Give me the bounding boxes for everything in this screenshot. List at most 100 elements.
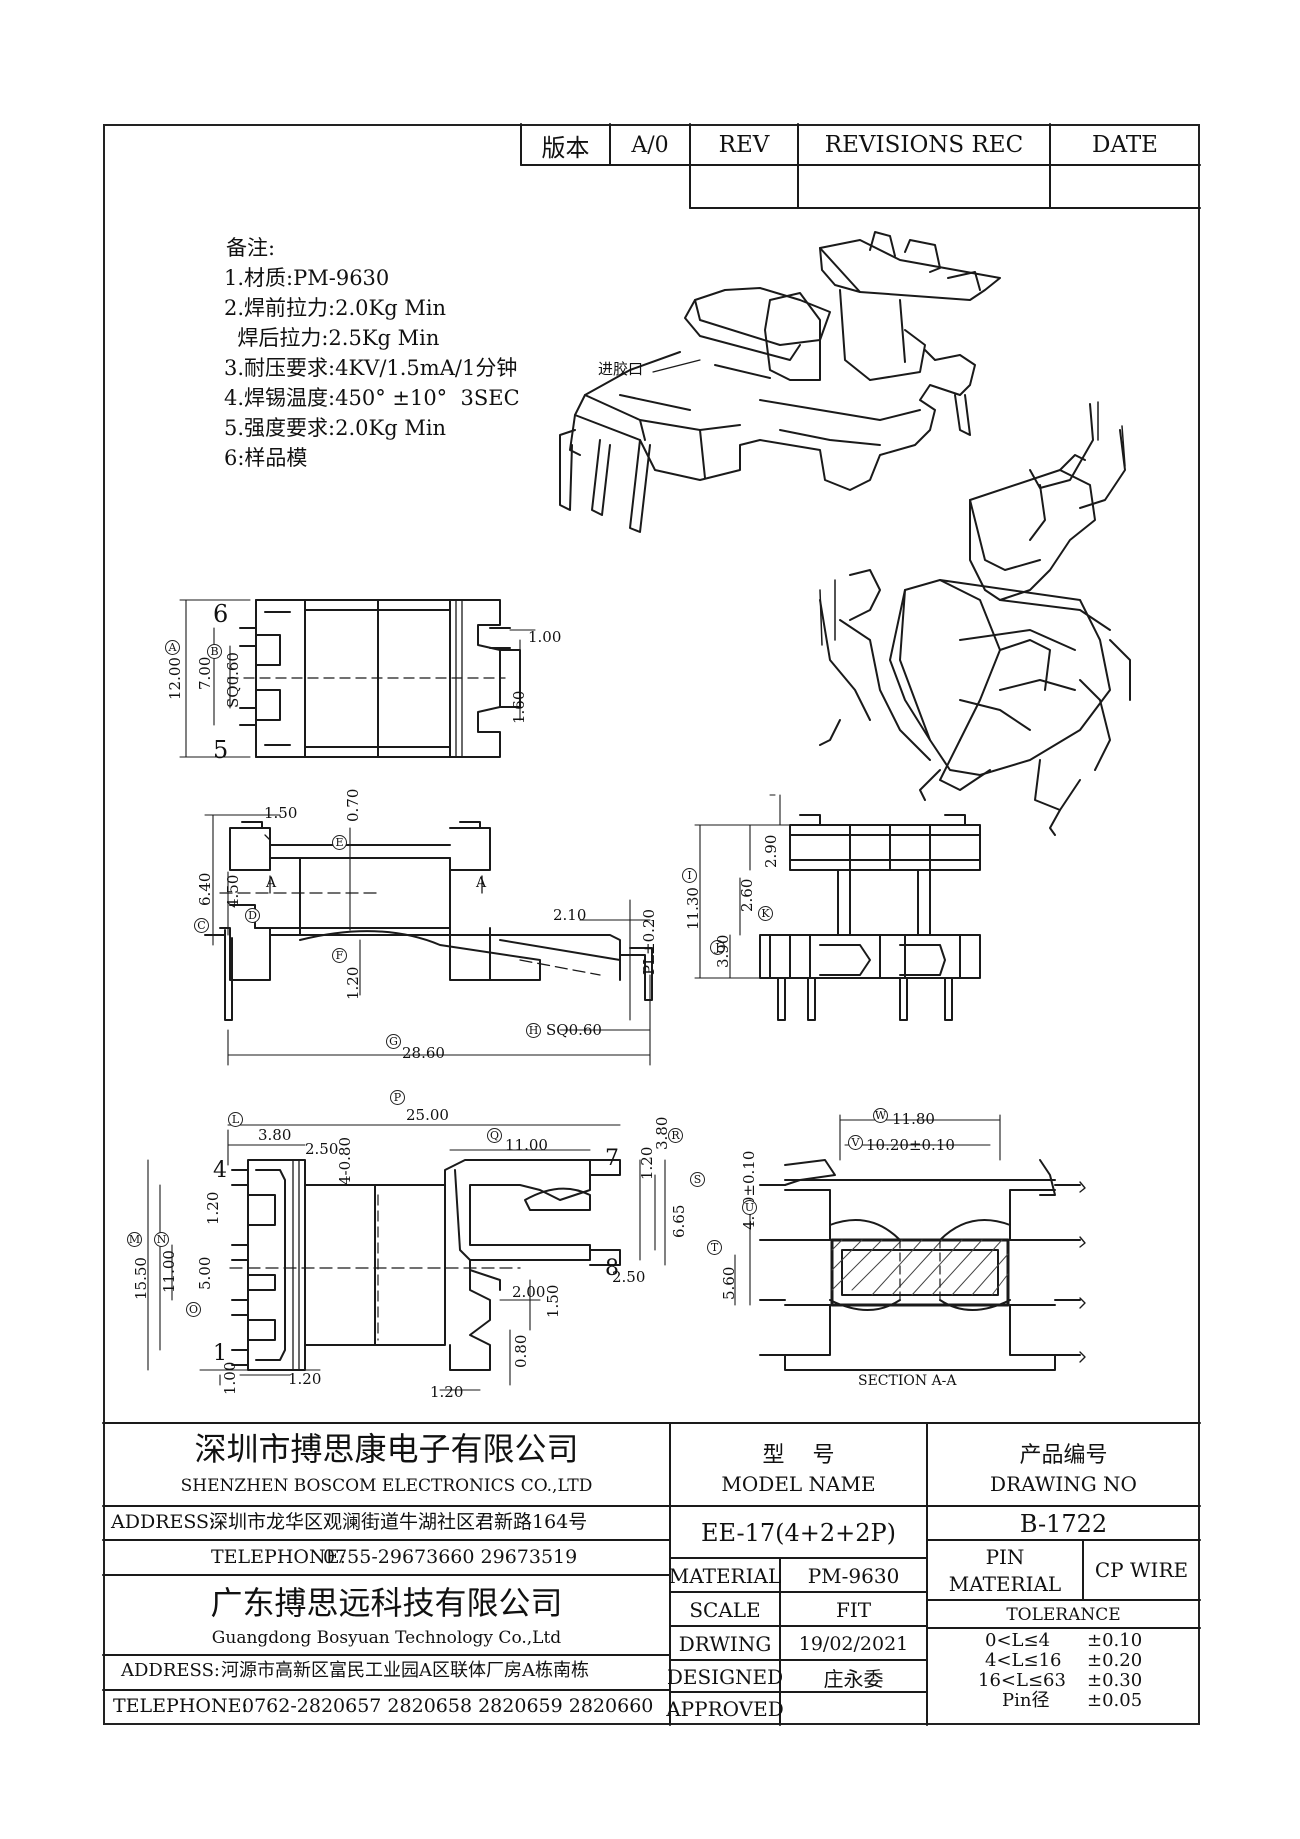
telephone2-label: TELEPHONE: bbox=[113, 1695, 248, 1717]
address2-label: ADDRESS: bbox=[121, 1660, 220, 1681]
dim-080: 4-0.80 bbox=[336, 1136, 354, 1185]
tolerance-range: 16<L≤63 bbox=[978, 1670, 1066, 1691]
dim-h: SQ0.60 bbox=[546, 1021, 602, 1039]
dim-marker-e: E bbox=[332, 835, 347, 850]
note-line: 1.材质:PM-9630 bbox=[224, 266, 390, 290]
scale-value: FIT bbox=[835, 1598, 872, 1622]
telephone1-label: TELEPHONE: bbox=[211, 1546, 346, 1568]
dim-s: 6.65 bbox=[670, 1204, 688, 1238]
dim-marker-u: U bbox=[742, 1200, 757, 1215]
dim-w: 11.80 bbox=[892, 1110, 935, 1128]
dim-080b: 0.80 bbox=[512, 1334, 530, 1368]
dim-p: 25.00 bbox=[406, 1106, 449, 1124]
isometric-view-top bbox=[559, 231, 1001, 533]
dim-pitch: 1.60 bbox=[510, 690, 528, 724]
dim-marker-a: A bbox=[165, 640, 180, 655]
dim-g: 28.60 bbox=[402, 1044, 445, 1062]
dim-120b: 1.20 bbox=[204, 1191, 222, 1225]
drwing-value: 19/02/2021 bbox=[798, 1633, 909, 1655]
company1-name-en: SHENZHEN BOSCOM ELECTRONICS CO.,LTD bbox=[180, 1476, 593, 1496]
title-block-lines bbox=[102, 1422, 1201, 1726]
revisions-header: REVISIONS REC bbox=[824, 132, 1024, 158]
telephone1: 0755-29673660 29673519 bbox=[323, 1546, 578, 1568]
designed-value: 庄永委 bbox=[823, 1666, 884, 1691]
dim-m: 15.50 bbox=[132, 1257, 150, 1300]
pin-label: 7 bbox=[605, 1146, 619, 1171]
company2-name-en: Guangdong Bosyuan Technology Co.,Ltd bbox=[211, 1628, 562, 1648]
view-section bbox=[734, 1114, 1086, 1371]
note-line: 焊后拉力:2.5Kg Min bbox=[224, 326, 440, 350]
note-line: 6:样品模 bbox=[224, 446, 308, 470]
dim-e: 0.70 bbox=[344, 788, 362, 822]
pin-label: 1 bbox=[213, 1341, 227, 1366]
pin-label: 8 bbox=[605, 1256, 619, 1281]
note-line: 5.强度要求:2.0Kg Min bbox=[224, 416, 447, 440]
dim-right: 1.00 bbox=[528, 628, 562, 646]
dim-marker-p: P bbox=[390, 1090, 405, 1105]
scale-label: SCALE bbox=[689, 1598, 761, 1622]
tolerance-range: Pin径 bbox=[1002, 1690, 1050, 1711]
dim-i: 11.30 bbox=[684, 887, 702, 930]
tolerance-value: ±0.20 bbox=[1087, 1650, 1143, 1671]
dim-120a: 1.20 bbox=[638, 1146, 656, 1180]
approved-label: APPROVED bbox=[666, 1697, 784, 1721]
material-label: MATERIAL bbox=[668, 1564, 782, 1588]
version-value: A/0 bbox=[631, 132, 669, 158]
dim-t: 5.60 bbox=[720, 1266, 738, 1300]
pin-material-value: CP WIRE bbox=[1094, 1558, 1189, 1582]
drawing-label-cn: 产品编号 bbox=[1019, 1443, 1108, 1468]
dim-marker-k: K bbox=[758, 906, 773, 921]
drawing-label-en: DRAWING NO bbox=[990, 1472, 1137, 1496]
dim-a: 12.00 bbox=[166, 657, 184, 700]
dim-marker-b: B bbox=[207, 644, 222, 659]
dim-marker-r: R bbox=[668, 1128, 683, 1143]
rev-header: REV bbox=[718, 132, 770, 158]
dim-120d: 1.20 bbox=[430, 1383, 464, 1401]
dim-j: 3.90 bbox=[714, 934, 732, 968]
tolerance-label: TOLERANCE bbox=[1006, 1604, 1121, 1625]
dim-pl: PL±0.20 bbox=[640, 908, 658, 975]
address1: 深圳市龙华区观澜街道牛湖社区君新路164号 bbox=[209, 1511, 588, 1533]
designed-label: DESIGNED bbox=[666, 1665, 784, 1689]
section-title: SECTION A-A bbox=[858, 1373, 957, 1389]
dim-200: 2.00 bbox=[512, 1283, 546, 1301]
dim-marker-c: C bbox=[194, 918, 209, 933]
dim-marker-o: O bbox=[186, 1302, 201, 1317]
view-front bbox=[204, 814, 653, 1066]
drwing-label: DRWING bbox=[678, 1632, 772, 1656]
dim-u: 4.40±0.10 bbox=[740, 1150, 758, 1230]
section-marker: A bbox=[266, 875, 277, 891]
dim-450: 4.50 bbox=[224, 874, 242, 908]
dim-marker-v: V bbox=[848, 1135, 863, 1150]
dim-marker-j: J bbox=[710, 940, 725, 955]
dim-marker-h: H bbox=[526, 1023, 541, 1038]
tolerance-range: 4<L≤16 bbox=[985, 1650, 1062, 1671]
dim-marker-m: M bbox=[127, 1232, 142, 1247]
dim-120c: 1.20 bbox=[288, 1370, 322, 1388]
dim-marker-g: G bbox=[386, 1034, 401, 1049]
note-line: 3.耐压要求:4KV/1.5mA/1分钟 bbox=[224, 356, 518, 380]
note-line: 2.焊前拉力:2.0Kg Min bbox=[224, 296, 447, 320]
dim-100: 1.00 bbox=[221, 1361, 239, 1395]
company2-name-cn: 广东搏思远科技有限公司 bbox=[210, 1584, 563, 1622]
tolerance-value: ±0.30 bbox=[1087, 1670, 1143, 1691]
model-value: EE-17(4+2+2P) bbox=[700, 1519, 897, 1547]
tolerance-value: ±0.05 bbox=[1087, 1690, 1143, 1711]
notes-heading: 备注: bbox=[226, 236, 276, 260]
material-value: PM-9630 bbox=[807, 1564, 900, 1588]
dim-marker-i: I bbox=[682, 868, 697, 883]
dim-q: 11.00 bbox=[505, 1136, 548, 1154]
address2: 河源市高新区富民工业园A区联体厂房A栋南栋 bbox=[221, 1660, 589, 1681]
drawing-number: B-1722 bbox=[1019, 1509, 1108, 1538]
dim-marker-s: S bbox=[690, 1172, 705, 1187]
dim-marker-w: W bbox=[873, 1108, 888, 1123]
view-bottom bbox=[147, 1124, 666, 1391]
dim-c: 6.40 bbox=[196, 872, 214, 906]
dim-marker-d: D bbox=[245, 908, 260, 923]
dim-marker-q: Q bbox=[487, 1128, 502, 1143]
model-label-en: MODEL NAME bbox=[721, 1472, 876, 1496]
pin-label: 4 bbox=[213, 1158, 227, 1183]
date-header: DATE bbox=[1092, 132, 1158, 158]
pin-label: 5 bbox=[213, 736, 229, 764]
view-top bbox=[179, 599, 536, 758]
